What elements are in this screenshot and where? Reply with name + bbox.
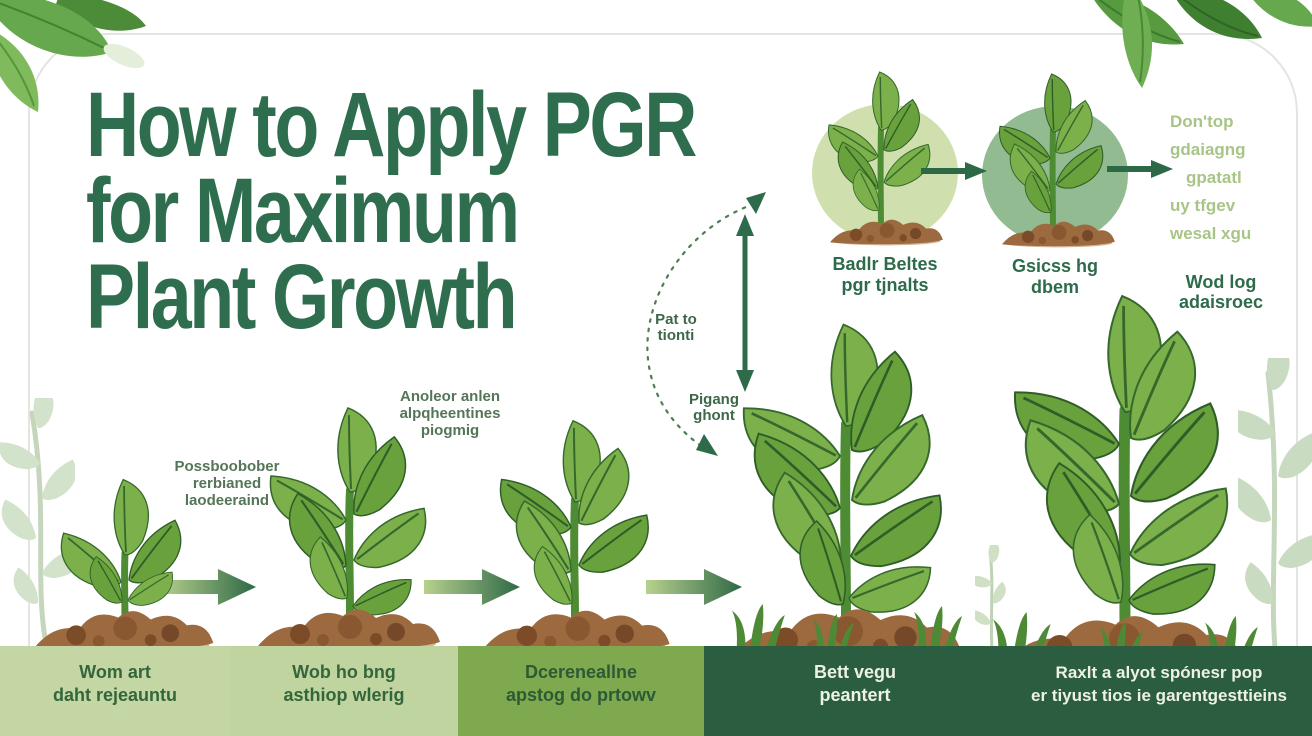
footer-line: Wob ho bng [292, 662, 396, 682]
footer-line: Wom art [79, 662, 151, 682]
sketch-sprig-icon [975, 545, 1009, 650]
footer-line: apstog do prtowv [506, 685, 656, 705]
plant-stage-3-illustration [484, 415, 670, 650]
corner-leaves-top-right-icon [1094, 0, 1312, 88]
after-plant-illustration [996, 60, 1115, 248]
plant-stage-4-illustration [732, 322, 962, 662]
stage3-note-line: alpqheentines [399, 405, 501, 422]
side-note-line: wesal xgu [1170, 224, 1252, 243]
stage3-note-line: Anoleor anlen [399, 388, 500, 405]
arc-note: Pat to tionti [638, 312, 714, 344]
before-caption: Badlr Beltes pgr tjnalts [800, 254, 970, 296]
side-note-line: gdaiagng [1170, 140, 1246, 159]
plant-stage-1-illustration [35, 468, 214, 652]
footer-line: daht rejeauntu [52, 685, 177, 705]
sketch-plant-right-icon [1238, 358, 1312, 658]
growth-arrow-2-icon [424, 569, 520, 605]
footer-segment-4: Bett vegu peantert [704, 646, 1006, 736]
footer-segment-1: Wom art daht rejeauntu [0, 646, 230, 736]
dashed-arc-arrow-icon [646, 192, 766, 456]
stage2-note-line: Possboobober [174, 458, 280, 475]
arrow-note-line: ghont [693, 407, 735, 424]
result-note: Wod log adaisroec [1146, 272, 1296, 312]
caption-line: pgr tjnalts [841, 275, 929, 295]
footer-line: Bett vegu [813, 662, 896, 682]
stage2-note-line: rerbianed [192, 475, 262, 492]
stage3-note-line: piogmig [420, 422, 480, 439]
side-note: Don'top gdaiagng gpatatl uy tfgev wesal … [1170, 108, 1288, 248]
arrow-note-line: Pigang [688, 391, 739, 408]
footer-line: Raxlt a alyot spónesr pop [1055, 663, 1263, 682]
plant-stage-2-illustration [258, 400, 440, 650]
stage3-note: Anoleor anlen alpqheentines piogmig [380, 388, 520, 439]
stage2-note-line: laodeeraind [184, 492, 270, 509]
footer-segment-2: Wob ho bng asthiop wlerig [230, 646, 458, 736]
result-note-line: Wod log [1185, 272, 1257, 292]
footer-line: asthiop wlerig [283, 685, 405, 705]
caption-line: Gsicss hg [1011, 256, 1099, 276]
title-line: How to Apply PGR [86, 74, 697, 176]
double-arrow-vertical-icon [736, 214, 754, 392]
footer-line: Dcereneallne [524, 662, 638, 682]
plant-stage-5-illustration [993, 290, 1258, 670]
footer-bar: Wom art daht rejeauntu Wob ho bng asthio… [0, 646, 1312, 736]
caption-line: dbem [1030, 277, 1079, 297]
footer-line: er tiyust tios ie garentgesttieins [1030, 686, 1287, 705]
side-note-line: gpatatl [1186, 168, 1242, 187]
footer-segment-5: Raxlt a alyot spónesr pop er tiyust tios… [1006, 646, 1312, 736]
result-note-line: adaisroec [1178, 292, 1264, 312]
footer-segment-3: Dcereneallne apstog do prtowv [458, 646, 704, 736]
arrow-right-icon [1107, 160, 1173, 178]
sketch-plant-left-icon [0, 398, 75, 638]
footer-line: peantert [819, 685, 891, 705]
side-note-line: Don'top [1170, 112, 1234, 131]
title-line: for Maximum [86, 160, 520, 262]
growth-arrow-1-icon [160, 569, 256, 605]
arrow-right-icon [921, 162, 987, 180]
side-note-line: uy tfgev [1170, 196, 1236, 215]
arc-note-line: tionti [657, 327, 695, 344]
caption-line: Badlr Beltes [832, 254, 938, 274]
before-plant-illustration [824, 58, 943, 246]
after-caption: Gsicss hg dbem [985, 256, 1125, 298]
page-title: How to Apply PGR for Maximum Plant Growt… [86, 74, 697, 348]
title-line: Plant Growth [86, 246, 518, 348]
stage2-note: Possboobober rerbianed laodeeraind [148, 458, 306, 509]
growth-arrow-3-icon [646, 569, 742, 605]
corner-leaves-top-left-icon [0, 0, 146, 112]
arc-note-line: Pat to [655, 311, 697, 328]
arrow-note: Pigang ghont [676, 392, 752, 424]
